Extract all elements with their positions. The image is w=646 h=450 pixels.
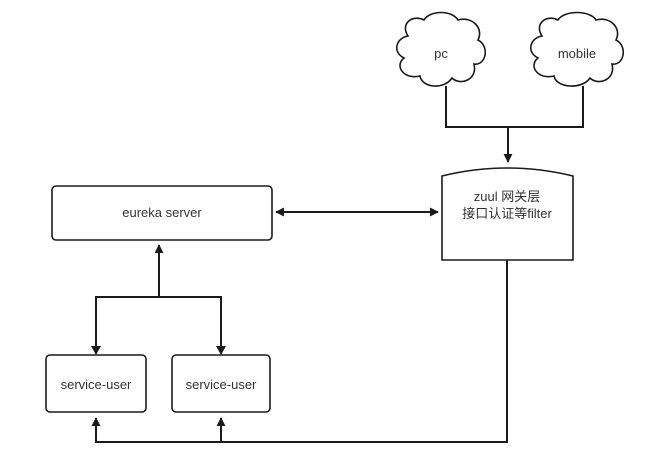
gateway-node: zuul 网关层 接口认证等filter — [441, 167, 574, 261]
gateway-label-line2: 接口认证等filter — [462, 206, 552, 221]
arrowhead-to-service-user-2 — [216, 346, 226, 355]
arrowhead-to-service-user-1 — [91, 346, 101, 355]
cloud-mobile-label: mobile — [558, 46, 596, 61]
gateway-label-line1: zuul 网关层 — [474, 189, 540, 204]
service-user-box-2 — [171, 354, 271, 413]
eureka-server-node: eureka server — [51, 185, 273, 241]
connector-services-bus — [95, 296, 222, 350]
cloud-mobile: mobile — [530, 11, 624, 87]
cloud-mobile-shape — [530, 11, 624, 87]
eureka-server-box — [51, 185, 273, 241]
service-user-box-1 — [45, 354, 147, 413]
connector-pc-to-gateway — [445, 86, 508, 128]
cloud-pc-label: pc — [434, 46, 448, 61]
cloud-pc: pc — [396, 11, 486, 87]
service-user-node-1: service-user — [45, 354, 147, 413]
cloud-pc-shape — [396, 11, 486, 87]
connector-mobile-to-gateway — [508, 86, 584, 128]
connector-gateway-to-services — [91, 260, 508, 443]
service-user-node-2: service-user — [171, 354, 271, 413]
eureka-server-label: eureka server — [122, 205, 202, 220]
service-user-label-1: service-user — [61, 377, 132, 392]
gateway-shape — [441, 167, 574, 261]
service-user-label-2: service-user — [186, 377, 257, 392]
